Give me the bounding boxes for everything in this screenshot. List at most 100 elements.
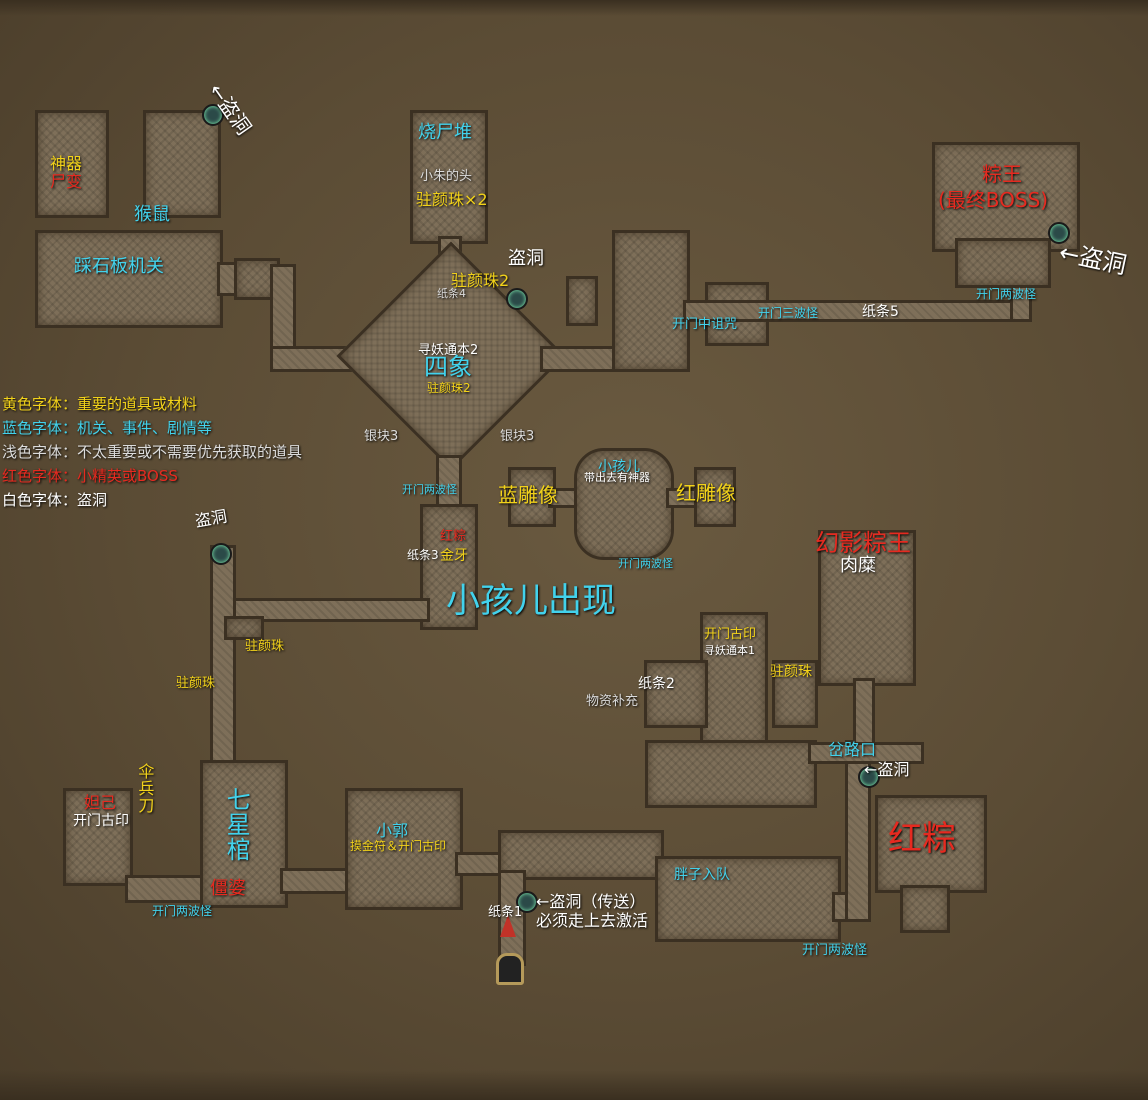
label-cave-left: 盗洞	[193, 506, 229, 531]
label-zhuyanzhu-a: 驻颜珠	[245, 639, 285, 654]
cave-center-top-icon[interactable]	[506, 288, 528, 310]
label-xunyao2: 寻妖通本2	[418, 343, 479, 358]
corridor-sixiang-right	[540, 346, 616, 372]
label-kaimen-liangbo-right: 开门两波怪	[976, 287, 1037, 301]
room-shaoshidui	[410, 110, 488, 244]
label-wuzi-buchong: 物资补充	[586, 694, 639, 709]
label-kaimen-guyin-top: 开门古印	[704, 627, 757, 642]
label-xunyao1: 寻妖通本1	[704, 644, 755, 657]
room-hongzong-sub	[900, 885, 950, 933]
label-kaimen-zhongzuzhou: 开门中诅咒	[672, 317, 738, 332]
label-zhuyanzhu2-b: 驻颜珠2	[427, 381, 471, 395]
room-housu	[143, 110, 221, 218]
label-zhuyanzhu-b: 驻颜珠	[176, 676, 216, 691]
room-caishiban	[35, 230, 223, 328]
room-lan-diaoxiang	[508, 467, 556, 527]
corridor-chalukou	[808, 742, 924, 764]
room-zhuyanzhu-right	[772, 660, 818, 728]
legend-red: 红色字体：小精英或BOSS	[2, 467, 178, 485]
cave-right-icon[interactable]	[1048, 222, 1070, 244]
legend-blue: 蓝色字体：机关、事件、剧情等	[2, 419, 213, 437]
corridor-left-vert	[210, 545, 236, 771]
label-housu: 猴鼠	[134, 204, 170, 225]
map-bottom-edge	[0, 1070, 1148, 1100]
label-zongwang: 粽王	[982, 162, 1022, 186]
entrance-arrow-icon	[500, 915, 516, 937]
label-kaimen-liangbo-left: 开门两波怪	[152, 904, 213, 918]
label-pangzi: 胖子入队	[674, 867, 730, 883]
corridor-to-zongwang	[683, 300, 1029, 322]
room-jinya	[420, 504, 478, 630]
label-shibian: 尸变	[50, 172, 83, 191]
label-jiangpo: 僵婆	[210, 878, 246, 899]
label-kaimen-liangbo-mid: 开门两波怪	[618, 557, 673, 570]
cave-left-icon[interactable]	[210, 543, 232, 565]
room-shenqi	[35, 110, 109, 218]
label-kaimen-guyin-left: 开门古印	[73, 813, 129, 829]
label-xiaozhu-tou: 小朱的头	[420, 169, 473, 184]
label-zhitiao4: 纸条4	[437, 287, 466, 300]
label-kaimen-liangbo-center: 开门两波怪	[402, 483, 457, 496]
label-kaimen-sanbo: 开门三波怪	[758, 306, 819, 320]
label-zhitiao3: 纸条3	[407, 548, 439, 562]
label-yinkuai3-b: 银块3	[500, 429, 535, 444]
label-kaimen-liangbo-bottom: 开门两波怪	[802, 943, 868, 958]
label-hong-diaoxiang: 红雕像	[676, 481, 736, 505]
cave-bottom-icon[interactable]	[516, 891, 538, 913]
label-xiaoguo: 小郭	[376, 821, 409, 840]
room-daji	[63, 788, 133, 886]
label-shenqi: 神器	[50, 154, 83, 173]
label-shaoshidui: 烧尸堆	[418, 122, 472, 143]
label-cave-bottomright: ←盗洞	[864, 760, 910, 779]
label-cave-right: ←盗洞	[1056, 238, 1130, 280]
legend-yellow: 黄色字体：重要的道具或材料	[2, 395, 198, 413]
room-hongzong	[875, 795, 987, 893]
room-xiaohaier	[574, 448, 674, 560]
room-entrance-hall	[498, 830, 664, 880]
room-zhitiao2	[644, 660, 708, 728]
room-hong-diaoxiang	[694, 467, 736, 527]
label-lan-diaoxiang: 蓝雕像	[498, 483, 558, 507]
room-guyin	[700, 612, 768, 748]
corridor-daji	[125, 875, 211, 903]
label-xiaohaier-chuxian: 小孩儿出现	[446, 581, 616, 621]
label-bixu: 必须走上去激活	[536, 911, 649, 930]
room-zuzhou	[612, 230, 690, 372]
room-huanying-zongwang	[818, 530, 916, 686]
label-cave-center-top: 盗洞	[508, 248, 544, 269]
label-xiaohaier: 小孩儿	[598, 459, 640, 475]
room-zongwang-lower	[955, 238, 1051, 288]
room-qixingguan	[200, 760, 288, 908]
label-daichu-shenqi: 带出去有神器	[584, 471, 650, 484]
label-sixiang: 四象	[424, 353, 472, 381]
room-xiaoguo	[345, 788, 463, 910]
corridor-hong	[666, 488, 702, 508]
label-jinya: 金牙	[440, 548, 468, 564]
room-small-nook	[224, 616, 264, 640]
label-zhuyanzhu-c: 驻颜珠	[770, 664, 812, 680]
legend-white: 白色字体：盗洞	[2, 491, 108, 509]
legend-light: 浅色字体：不太重要或不需要优先获取的道具	[2, 443, 303, 461]
label-hongzong-big: 红粽	[888, 819, 956, 859]
corridor-qixing-xiaoguo	[280, 868, 356, 894]
map-legend: 黄色字体：重要的道具或材料 蓝色字体：机关、事件、剧情等 浅色字体：不太重要或不…	[2, 392, 302, 512]
label-caishiban: 踩石板机关	[74, 256, 164, 277]
label-hongzong-small: 红粽	[440, 529, 467, 544]
label-roumi: 肉糜	[840, 555, 876, 576]
room-wuzi-lower	[645, 740, 817, 808]
label-zuizhong-boss: (最终BOSS)	[938, 188, 1049, 212]
cave-top-left-icon[interactable]	[202, 104, 224, 126]
label-zhuyanzhu-x2: 驻颜珠×2	[416, 190, 488, 209]
entrance-door-icon[interactable]	[496, 953, 524, 985]
room-small-pillar	[566, 276, 598, 326]
corridor-xiaohaier-chuxian	[214, 598, 430, 622]
map-top-edge	[0, 0, 1148, 16]
label-zhitiao2: 纸条2	[638, 676, 675, 692]
label-zhuyanzhu2-a: 驻颜珠2	[451, 271, 510, 290]
label-qixingguan: 七星棺	[226, 786, 251, 865]
label-cave-bottom: ←盗洞（传送）	[536, 892, 646, 911]
cave-bottomright-icon[interactable]	[858, 766, 880, 788]
label-chalukou: 岔路口	[828, 740, 877, 759]
label-daji: 妲己	[84, 793, 117, 812]
